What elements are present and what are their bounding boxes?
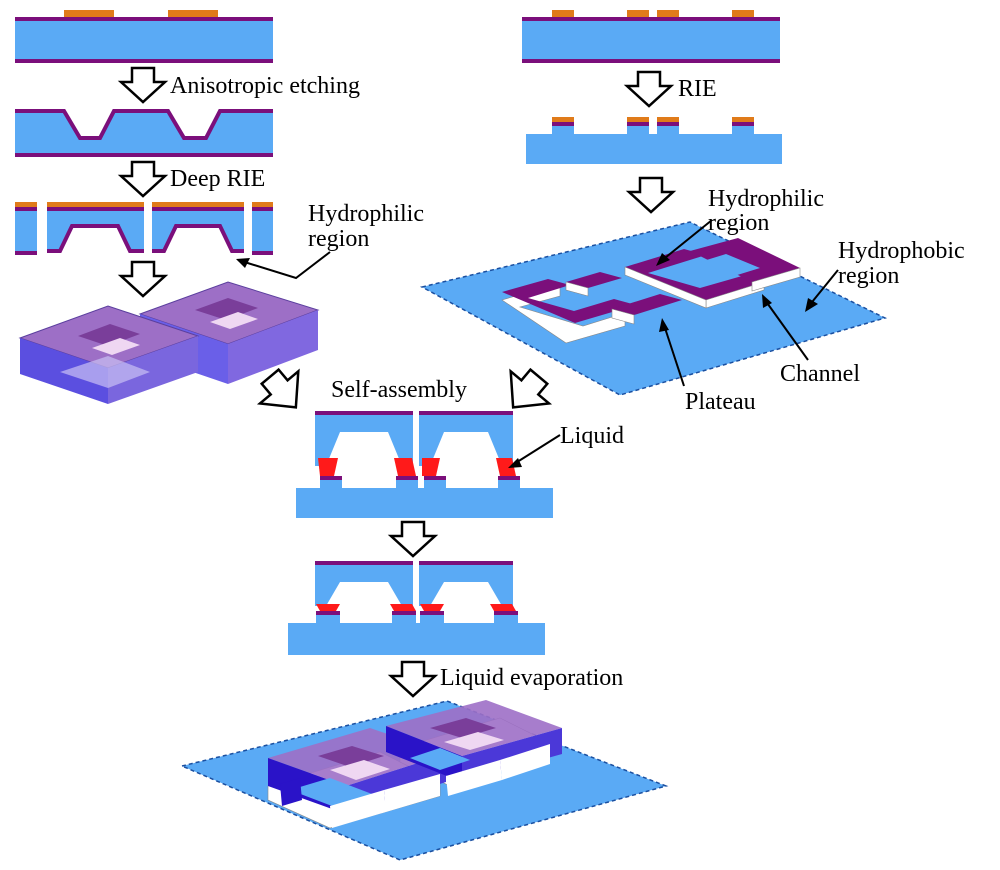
arrow-substrate-icon [627,176,675,214]
arrow-self-assembly-left-icon [256,367,300,409]
final-chip-back [386,700,562,796]
label-hydrophilic-right-2: region [708,210,769,236]
arrow-rie-icon [625,70,673,108]
label-plateau: Plateau [685,389,756,415]
arrow-evaporation-icon [389,660,437,698]
label-hydrophilic-left-2: region [308,226,369,252]
arrow-anisotropic-icon [119,66,167,104]
pointer-hydrophilic-left [236,251,331,280]
assembly-settled [288,561,545,655]
chip-3d-front [18,305,200,404]
left-wafer-etched [15,109,273,157]
label-hydrophilic-left-1: Hydrophilic [308,201,424,227]
pointer-channel [762,294,809,361]
pointer-hydrophilic-right [656,219,713,266]
label-hydrophobic-1: Hydrophobic [838,238,965,264]
label-hydrophobic-2: region [838,263,899,289]
label-liquid: Liquid [560,423,624,449]
right-wafer-rie [526,117,782,164]
label-hydrophilic-right-1: Hydrophilic [708,186,824,212]
pointer-hydrophobic [805,269,839,312]
label-anisotropic-etching: Anisotropic etching [170,73,360,99]
arrow-assembled-icon [389,520,437,558]
label-deep-rie: Deep RIE [170,166,265,192]
arrow-deep-rie-icon [119,160,167,198]
final-3d-assembly [179,700,669,861]
left-3d-chips [18,281,320,404]
right-3d-substrate [419,221,888,396]
pointer-liquid [508,434,561,468]
right-wafer-masked [522,10,780,63]
arrow-self-assembly-right-icon [509,367,553,409]
left-wafer-masked [15,10,273,63]
label-self-assembly: Self-assembly [331,377,467,403]
plateau-left [501,272,682,344]
label-channel: Channel [780,361,860,387]
pointer-plateau [659,318,685,387]
left-wafer-deep-rie [15,202,273,255]
assembly-liquid [296,411,553,518]
label-liquid-evaporation: Liquid evaporation [440,665,623,691]
arrow-dicing-icon [119,260,167,298]
label-rie: RIE [678,76,717,102]
